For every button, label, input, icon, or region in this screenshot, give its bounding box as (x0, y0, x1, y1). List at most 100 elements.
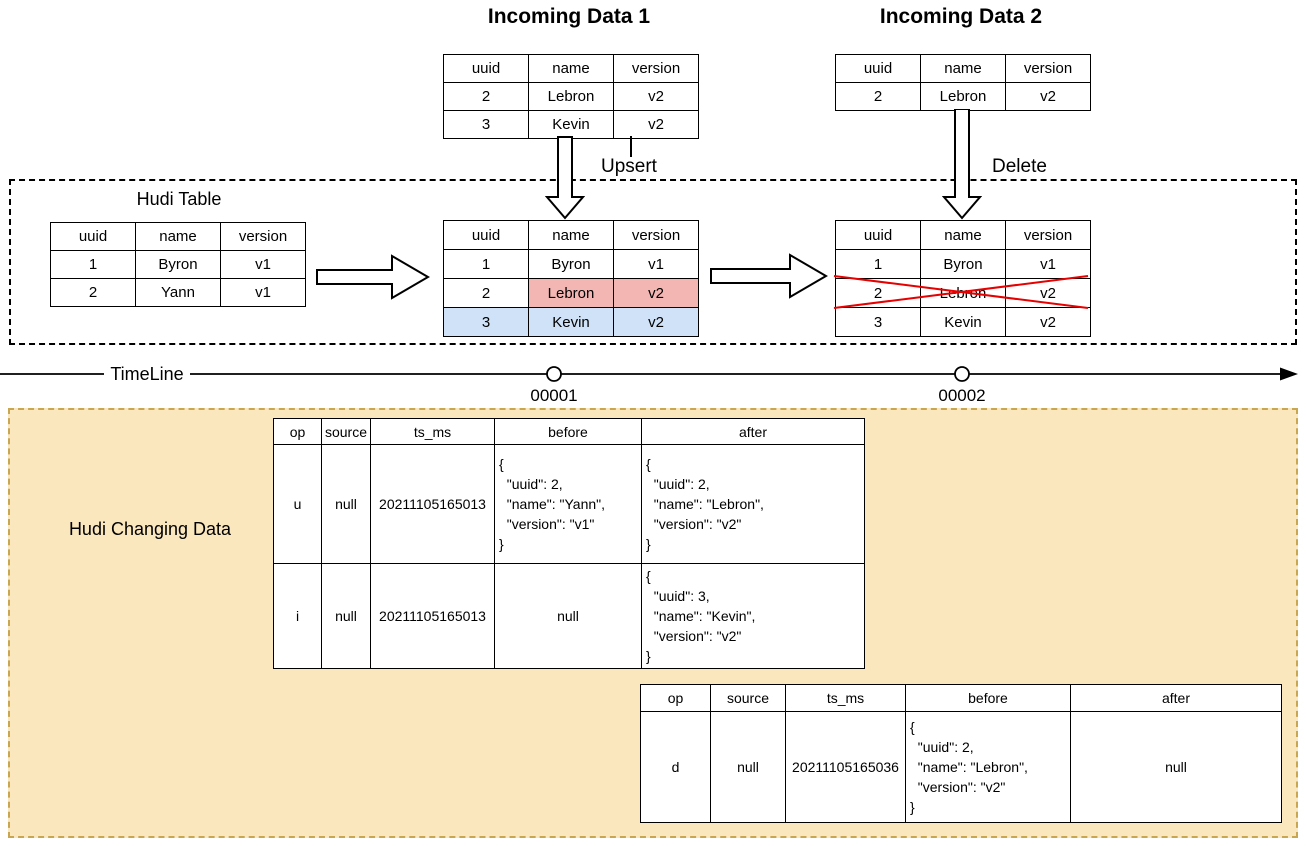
op-cell: i (273, 563, 322, 669)
column-header-before: before (494, 418, 642, 445)
table-row: 1 Byron v1 (443, 249, 699, 279)
down-arrow-icon (545, 136, 585, 220)
table-cell: 1 (443, 249, 529, 279)
cdc-row-insert: i null 20211105165013 null { "uuid": 3, … (273, 563, 865, 669)
table-cell: 3 (443, 110, 529, 139)
before-cell: null (494, 563, 642, 669)
table-cell: Byron (135, 250, 221, 279)
column-header-after: after (641, 418, 865, 445)
down-arrow-icon (942, 109, 982, 220)
timeline-arrowhead-icon (1280, 367, 1298, 381)
table-row-inserted: 3 Kevin v2 (443, 307, 699, 337)
table-row: 1 Byron v1 (50, 250, 306, 279)
table-cell: Byron (528, 249, 614, 279)
column-header-ts-ms: ts_ms (370, 418, 495, 445)
table-cell: v2 (613, 110, 699, 139)
column-header-version: version (220, 222, 306, 251)
table-row-deleted: 2 Lebron v2 (835, 278, 1091, 308)
column-header-after: after (1070, 684, 1282, 712)
column-header-uuid: uuid (835, 54, 921, 83)
table-cell: 2 (835, 82, 921, 111)
instant-label-1: 00001 (530, 386, 578, 405)
after-cell: { "uuid": 2, "name": "Lebron", "version"… (641, 444, 865, 564)
incoming-data-2-table: uuid name version 2 Lebron v2 (835, 54, 1091, 111)
source-cell: null (710, 711, 786, 823)
table-row: 3 Kevin v2 (835, 307, 1091, 337)
upsert-connector-line (630, 136, 632, 157)
table-cell: v2 (1005, 82, 1091, 111)
source-cell: null (321, 444, 371, 564)
hudi-after-delete-table: uuid name version 1 Byron v1 2 Lebron v2… (835, 220, 1091, 337)
table-cell: 1 (835, 249, 921, 279)
source-cell: null (321, 563, 371, 669)
table-cell: v2 (613, 82, 699, 111)
incoming-data-1-title: Incoming Data 1 (487, 5, 651, 28)
column-header-before: before (905, 684, 1071, 712)
column-header-name: name (920, 220, 1006, 250)
column-header-name: name (920, 54, 1006, 83)
column-header-ts-ms: ts_ms (785, 684, 906, 712)
right-arrow-icon (710, 253, 828, 299)
cdc-row-delete: d null 20211105165036 { "uuid": 2, "name… (640, 711, 1282, 823)
column-header-uuid: uuid (835, 220, 921, 250)
column-header-version: version (1005, 54, 1091, 83)
before-cell: { "uuid": 2, "name": "Yann", "version": … (494, 444, 642, 564)
column-header-op: op (640, 684, 711, 712)
table-cell: v1 (220, 250, 306, 279)
table-cell: v1 (220, 278, 306, 307)
column-header-source: source (710, 684, 786, 712)
delete-cross-icon (833, 275, 1089, 309)
column-header-version: version (1005, 220, 1091, 250)
ts-ms-cell: 20211105165036 (785, 711, 906, 823)
table-row-updated: 2 Lebron v2 (443, 278, 699, 308)
upsert-label: Upsert (601, 156, 657, 177)
table-cell: Byron (920, 249, 1006, 279)
column-header-version: version (613, 54, 699, 83)
table-row: 2 Lebron v2 (835, 82, 1091, 111)
instant-marker-1 (546, 366, 562, 382)
changing-data-label: Hudi Changing Data (68, 519, 232, 539)
inserted-cell: v2 (613, 307, 699, 337)
column-header-version: version (613, 220, 699, 250)
changing-data-table-1: op source ts_ms before after u null 2021… (273, 418, 865, 669)
updated-cell: Lebron (528, 278, 614, 308)
updated-cell: v2 (613, 278, 699, 308)
table-cell: 2 (50, 278, 136, 307)
inserted-cell: Kevin (528, 307, 614, 337)
table-cell: Yann (135, 278, 221, 307)
table-cell: v2 (1005, 307, 1091, 337)
op-cell: d (640, 711, 711, 823)
after-cell: { "uuid": 3, "name": "Kevin", "version":… (641, 563, 865, 669)
column-header-name: name (528, 220, 614, 250)
ts-ms-cell: 20211105165013 (370, 444, 495, 564)
timeline-label: TimeLine (110, 364, 184, 384)
hudi-initial-table: uuid name version 1 Byron v1 2 Yann v1 (50, 222, 306, 307)
delete-label: Delete (992, 156, 1047, 177)
instant-marker-2 (954, 366, 970, 382)
column-header-name: name (135, 222, 221, 251)
table-cell: Lebron (920, 82, 1006, 111)
hudi-table-section (9, 179, 1297, 345)
incoming-data-1-table: uuid name version 2 Lebron v2 3 Kevin v2 (443, 54, 699, 139)
table-cell: 3 (835, 307, 921, 337)
table-cell: v1 (1005, 249, 1091, 279)
incoming-data-2-title: Incoming Data 2 (879, 5, 1043, 28)
column-header-source: source (321, 418, 371, 445)
column-header-uuid: uuid (443, 54, 529, 83)
before-cell: { "uuid": 2, "name": "Lebron", "version"… (905, 711, 1071, 823)
table-row: 2 Lebron v2 (443, 82, 699, 111)
timeline-axis (0, 366, 1298, 382)
right-arrow-icon (316, 254, 430, 300)
table-cell: Kevin (920, 307, 1006, 337)
table-cell: Lebron (528, 82, 614, 111)
op-cell: u (273, 444, 322, 564)
table-cell: 2 (443, 278, 529, 308)
after-cell: null (1070, 711, 1282, 823)
instant-label-2: 00002 (938, 386, 986, 405)
table-row: 3 Kevin v2 (443, 110, 699, 139)
hudi-table-label: Hudi Table (136, 189, 222, 209)
column-header-name: name (528, 54, 614, 83)
column-header-uuid: uuid (443, 220, 529, 250)
table-cell: 1 (50, 250, 136, 279)
